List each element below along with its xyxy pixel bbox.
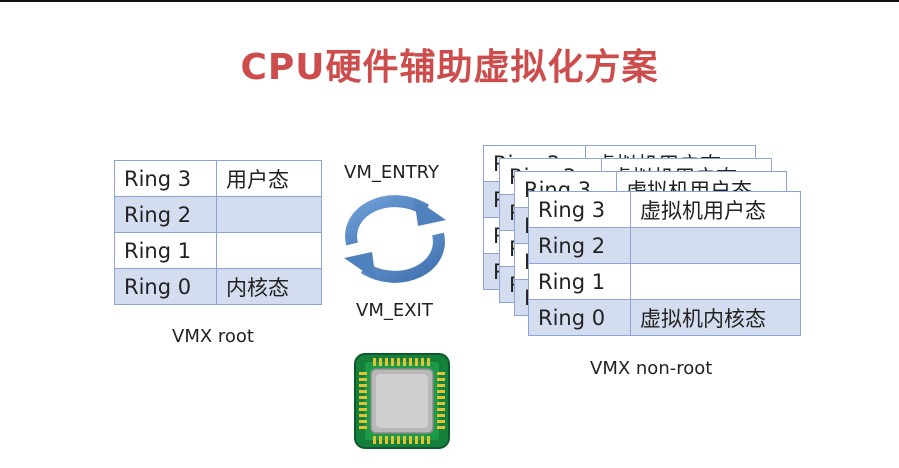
ring-label: Ring 3 [528,191,631,228]
mode-label [216,232,322,269]
table-row: Ring 3 用户态 [114,160,322,197]
top-rule [0,0,899,2]
mode-label: 虚拟机内核态 [630,299,801,336]
ring-label: Ring 2 [114,196,217,233]
vm-entry-label: VM_ENTRY [344,162,440,183]
mode-label: 用户态 [216,160,322,197]
vmx-root-caption: VMX root [172,326,254,347]
ring-label: Ring 1 [528,263,631,300]
cpu-chip-icon [354,353,450,449]
table-row: Ring 2 [114,196,322,233]
vmx-nonroot-table: Ring 3 虚拟机用户态 Ring 2 Ring 1 Ring 0 虚拟机内核… [528,191,801,336]
ring-label: Ring 0 [528,299,631,336]
table-row: Ring 1 [528,263,801,300]
ring-label: Ring 0 [114,268,217,305]
mode-label: 内核态 [216,268,322,305]
ring-label: Ring 2 [528,227,631,264]
vmx-nonroot-caption: VMX non-root [590,358,713,379]
circular-arrows-icon [344,195,446,283]
mode-label [216,196,322,233]
vmx-root-table: Ring 3 用户态 Ring 2 Ring 1 Ring 0 内核态 [114,160,322,305]
table-row: Ring 0 虚拟机内核态 [528,299,801,336]
mode-label: 虚拟机用户态 [630,191,801,228]
ring-label: Ring 1 [114,232,217,269]
table-row: Ring 0 内核态 [114,268,322,305]
vm-exit-label: VM_EXIT [356,300,433,321]
mode-label [630,263,801,300]
page-title: CPU硬件辅助虚拟化方案 [240,47,659,88]
table-row: Ring 2 [528,227,801,264]
table-row: Ring 3 虚拟机用户态 [528,191,801,228]
mode-label [630,227,801,264]
table-row: Ring 1 [114,232,322,269]
ring-label: Ring 3 [114,160,217,197]
